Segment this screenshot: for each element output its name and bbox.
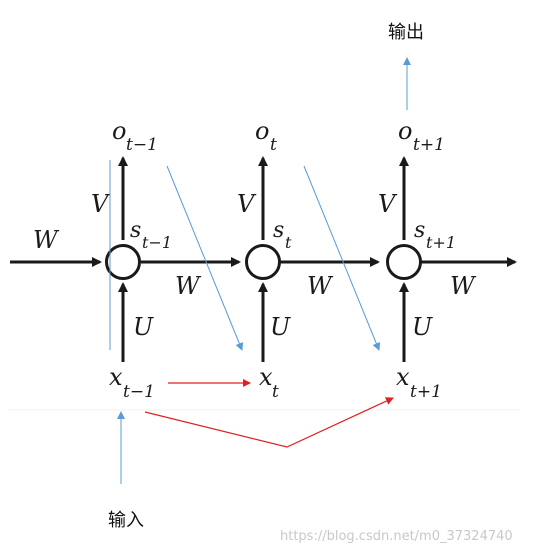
- w-label-in: W: [33, 226, 60, 254]
- state-node-3: [386, 244, 422, 280]
- output-label-3: o: [398, 117, 412, 145]
- state-subscript-1: t−1: [142, 233, 172, 252]
- vertical-connections: [118, 156, 409, 362]
- input-subscript-2: t: [272, 382, 279, 402]
- output-subscript-1: t−1: [126, 135, 158, 155]
- u-label-3: U: [412, 313, 433, 341]
- input-label-2: x: [259, 363, 273, 391]
- v-label-1: V: [91, 190, 111, 218]
- output-subscript-3: t+1: [413, 135, 445, 155]
- state-node-1: [105, 244, 141, 280]
- state-node-2: [245, 244, 281, 280]
- watermark: https://blog.csdn.net/m0_37324740: [280, 529, 513, 544]
- u-label-2: U: [270, 313, 291, 341]
- input-caption: 输入: [108, 510, 144, 531]
- input-label-1: x: [109, 363, 123, 391]
- input-label-3: x: [396, 363, 410, 391]
- state-subscript-2: t: [285, 233, 292, 252]
- u-label-1: U: [133, 313, 154, 341]
- state-label-3: s: [414, 218, 425, 243]
- state-subscript-3: t+1: [426, 233, 456, 252]
- blue-arrow-diag-1: [166, 165, 244, 351]
- red-annotations: [144, 379, 394, 448]
- w-label-out: W: [450, 272, 477, 300]
- w-label-2-3: W: [307, 272, 334, 300]
- output-subscript-2: t: [270, 135, 277, 155]
- state-label-1: s: [130, 218, 141, 243]
- w-label-1-2: W: [175, 272, 202, 300]
- input-subscript-3: t+1: [410, 382, 442, 402]
- v-label-3: V: [378, 190, 398, 218]
- red-arrow-x1-to-x3: [144, 397, 394, 448]
- output-caption: 输出: [388, 22, 424, 43]
- state-label-2: s: [273, 218, 284, 243]
- output-label-1: o: [112, 117, 126, 145]
- blue-arrow-diag-2: [303, 165, 381, 351]
- output-label-2: o: [255, 117, 269, 145]
- blue-annotations: [109, 57, 411, 484]
- input-subscript-1: t−1: [123, 382, 155, 402]
- v-label-2: V: [237, 190, 257, 218]
